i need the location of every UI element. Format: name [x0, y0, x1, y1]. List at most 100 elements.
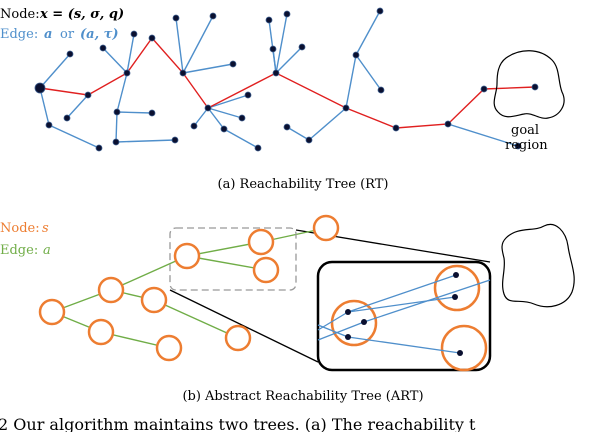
rt-edge [66, 94, 89, 119]
art-node [155, 334, 183, 362]
legend-edge-math-b: (a, τ) [80, 27, 119, 42]
rt-node [123, 69, 131, 77]
inset-edge [317, 321, 365, 341]
rt-node [112, 138, 120, 146]
rt-node [99, 44, 107, 52]
inset-node [457, 350, 463, 356]
rt-node [113, 108, 121, 116]
rt-edge [447, 123, 519, 147]
art-nodes [38, 214, 340, 362]
art-node [97, 276, 125, 304]
rt-node [204, 104, 212, 112]
rt-node [66, 50, 74, 58]
zoom-inset-box [316, 260, 492, 372]
inset-edge [347, 274, 457, 313]
rt-node [305, 136, 313, 144]
rt-edge [207, 107, 225, 130]
rt-node [238, 114, 246, 122]
art-node [224, 324, 252, 352]
rt-node [244, 91, 252, 99]
rt-edge [308, 107, 347, 141]
inset-abstract-node [433, 264, 481, 312]
art-node [87, 318, 115, 346]
legend-node-label: Node: [0, 7, 40, 22]
rt-node [148, 34, 156, 42]
rt-node [377, 86, 385, 94]
caption-b: (b) Abstract Reachability Tree (ART) [182, 389, 423, 404]
art-node [247, 228, 275, 256]
inset-blue-edges [317, 274, 491, 354]
legend-bottom-edge-label: Edge: [0, 243, 38, 258]
inset-node [361, 319, 367, 325]
art-edge [153, 299, 239, 339]
art-edge [110, 255, 188, 291]
legend-top: Node: x = (s, σ, q) Edge: a or (a, τ) [0, 7, 124, 42]
rt-node [254, 144, 262, 152]
rt-node [376, 7, 384, 15]
legend-edge-label: Edge: [0, 27, 38, 42]
rt-node [130, 30, 138, 38]
rt-edge [207, 107, 243, 119]
rt-edge [286, 126, 310, 141]
legend-bottom: Node: s Edge: a [0, 221, 51, 258]
zoom-selection-box [169, 227, 297, 291]
rt-edge [116, 72, 128, 113]
rt-node [172, 14, 180, 22]
inset-edge [363, 279, 491, 323]
rt-node [283, 123, 291, 131]
rt-node [209, 12, 217, 20]
art-node [173, 242, 201, 270]
legend-bottom-node-label: Node: [0, 221, 40, 236]
rt-node [444, 120, 452, 128]
rt-edge [193, 107, 209, 127]
rt-node [269, 45, 277, 53]
rt-node [342, 104, 350, 112]
rt-edge [355, 10, 381, 56]
art-root-node [38, 298, 66, 326]
inset-edge [317, 324, 349, 338]
rt-edge [39, 53, 71, 89]
inset-edge [347, 296, 456, 313]
inset-abstract-node [330, 299, 378, 347]
rt-edge [223, 128, 259, 149]
inset-edge [347, 336, 461, 354]
rt-edge [175, 17, 184, 74]
rt-node [84, 91, 92, 99]
goal-region-blob [493, 50, 565, 119]
rt-edge [275, 46, 303, 74]
rt-node [229, 60, 237, 68]
caption-a: (a) Reachability Tree (RT) [218, 177, 389, 192]
legend-node-math: x = (s, σ, q) [39, 7, 124, 22]
rt-node [480, 85, 488, 93]
rt-edge [115, 139, 176, 143]
rt-node [298, 43, 306, 51]
inset-node [345, 334, 351, 340]
art-node [140, 286, 168, 314]
art-edge [186, 255, 267, 271]
rt-node [514, 142, 522, 150]
rt-node [190, 122, 198, 130]
rt-node [272, 69, 280, 77]
goal-region-label-line2: region [505, 138, 548, 153]
rt-node [171, 136, 179, 144]
rt-red-path [39, 36, 536, 129]
rt-edge [102, 47, 128, 74]
rt-node [531, 83, 539, 91]
rt-node [179, 69, 187, 77]
rt-edge [355, 54, 382, 91]
rt-nodes [34, 7, 539, 152]
inset-abstract-node [440, 324, 488, 372]
rt-edge [182, 15, 214, 74]
rt-edge [116, 111, 153, 114]
legend-bottom-edge-math: a [43, 243, 51, 258]
art-node [252, 256, 280, 284]
legend-bottom-node-math: s [42, 221, 49, 236]
rt-node [148, 109, 156, 117]
rt-edge [39, 87, 50, 126]
rt-node [45, 121, 53, 129]
inset-node [345, 309, 351, 315]
rt-node [392, 124, 400, 132]
rt-edge [182, 63, 234, 74]
rt-edge [272, 48, 277, 74]
legend-edge-math-a: a [44, 27, 52, 42]
